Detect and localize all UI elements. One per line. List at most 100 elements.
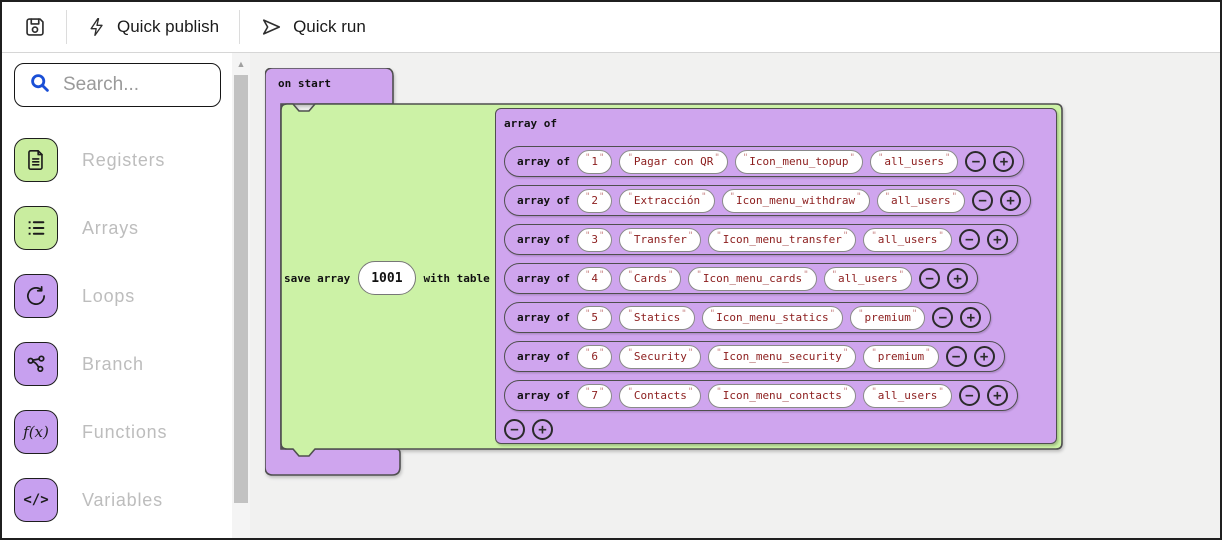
string-field[interactable]: "6"	[576, 344, 613, 369]
sidebar-item-label: Arrays	[82, 217, 139, 238]
string-field[interactable]: "5"	[576, 305, 613, 330]
array-row[interactable]: array of"6""Security""Icon_menu_security…	[504, 341, 1005, 372]
minus-icon: −	[965, 231, 974, 248]
save-array-block[interactable]: save array 1001 with table	[284, 260, 490, 296]
array-row[interactable]: array of"1""Pagar con QR""Icon_menu_topu…	[504, 146, 1025, 177]
scrollbar-thumb[interactable]	[234, 75, 248, 503]
string-field[interactable]: "2"	[576, 188, 613, 213]
remove-row-button[interactable]: −	[504, 419, 525, 440]
code-icon: </>	[14, 478, 58, 522]
remove-row-button[interactable]: −	[965, 151, 987, 172]
string-field[interactable]: "Icon_menu_security"	[708, 344, 857, 369]
toolbar-divider	[66, 10, 67, 44]
string-field[interactable]: "Icon_menu_contacts"	[708, 383, 857, 408]
string-field[interactable]: "Extracción"	[619, 188, 715, 213]
array-rows: array of "1""Pagar con QR""Icon_menu_topu…	[504, 146, 1048, 411]
array-row[interactable]: array of "7""Contacts""Icon_menu_contacts…	[504, 380, 1018, 411]
string-field[interactable]: "7"	[576, 383, 613, 408]
remove-row-button[interactable]: −	[919, 268, 941, 289]
string-field[interactable]: "all_users"	[863, 227, 952, 252]
string-field[interactable]: "3"	[576, 227, 613, 252]
array-block-label: array of	[504, 117, 557, 130]
add-row-button[interactable]: +	[986, 229, 1008, 250]
string-field[interactable]: "Security"	[619, 344, 702, 369]
array-row[interactable]: array of "3""Transfer""Icon_menu_transfer…	[504, 224, 1018, 255]
array-table-block[interactable]: array of array of"1""Pagar con QR""Icon_…	[495, 108, 1057, 444]
string-field[interactable]: "all_users"	[876, 188, 966, 213]
string-field[interactable]: "Contacts"	[619, 383, 702, 408]
string-field[interactable]: "all_users"	[823, 266, 913, 291]
string-field[interactable]: "all_users"	[869, 149, 959, 174]
plus-icon: +	[966, 309, 976, 326]
sidebar-item-arrays[interactable]: Arrays	[14, 206, 232, 250]
string-field[interactable]: "Cards"	[619, 266, 682, 291]
plus-icon: +	[993, 231, 1002, 248]
remove-row-button[interactable]: −	[958, 229, 980, 250]
add-row-button[interactable]: +	[960, 307, 982, 328]
add-row-button[interactable]: +	[947, 268, 969, 289]
search-box	[14, 63, 221, 107]
array-row-label: array of	[517, 389, 570, 402]
remove-row-button[interactable]: −	[932, 307, 954, 328]
save-button[interactable]	[18, 10, 52, 44]
branch-icon	[14, 342, 58, 386]
scroll-up-icon[interactable]: ▲	[236, 59, 246, 69]
array-row[interactable]: array of"5""Statics""Icon_menu_statics""…	[504, 302, 992, 333]
plus-icon: +	[999, 153, 1009, 170]
string-field[interactable]: "Statics"	[619, 305, 695, 330]
sidebar-scrollbar[interactable]: ▲	[232, 53, 250, 538]
remove-row-button[interactable]: −	[945, 346, 967, 367]
string-field[interactable]: "Pagar con QR"	[619, 149, 728, 174]
string-field[interactable]: "Icon_menu_cards"	[688, 266, 817, 291]
save-icon	[24, 16, 46, 38]
sidebar-item-variables[interactable]: </> Variables	[14, 478, 232, 522]
array-row-label: array of	[517, 233, 570, 246]
sidebar-item-functions[interactable]: f(x) Functions	[14, 410, 232, 454]
list-icon	[14, 206, 58, 250]
minus-icon: −	[951, 348, 961, 365]
on-start-label: on start	[278, 77, 331, 90]
string-field[interactable]: "premium"	[863, 344, 939, 369]
lightning-icon	[87, 16, 107, 38]
add-row-button[interactable]: +	[532, 419, 553, 440]
string-field[interactable]: "Icon_menu_statics"	[701, 305, 844, 330]
array-row[interactable]: array of "4""Cards""Icon_menu_cards""all_…	[504, 263, 979, 294]
array-row[interactable]: array of"2""Extracción""Icon_menu_withdr…	[504, 185, 1032, 216]
sidebar-item-loops[interactable]: Loops	[14, 274, 232, 318]
loop-icon	[14, 274, 58, 318]
add-row-button[interactable]: +	[973, 346, 995, 367]
block-category-sidebar: Registers Arrays	[2, 53, 232, 538]
string-field[interactable]: "1"	[576, 149, 613, 174]
string-field[interactable]: "Icon_menu_withdraw"	[721, 188, 870, 213]
add-row-button[interactable]: +	[993, 151, 1015, 172]
string-field[interactable]: "4"	[576, 266, 613, 291]
search-input[interactable]	[63, 74, 203, 96]
minus-icon: −	[971, 153, 981, 170]
string-field[interactable]: "all_users"	[863, 383, 952, 408]
minus-icon: −	[510, 421, 519, 438]
minus-icon: −	[925, 270, 934, 287]
number-field[interactable]: 1001	[358, 261, 416, 295]
quick-run-button[interactable]: Quick run	[254, 10, 372, 44]
sidebar-item-label: Variables	[82, 489, 163, 510]
array-row-label: array of	[517, 272, 570, 285]
quick-publish-button[interactable]: Quick publish	[81, 10, 225, 44]
string-field[interactable]: "Icon_menu_transfer"	[708, 227, 857, 252]
add-row-button[interactable]: +	[1000, 190, 1022, 211]
plus-icon: +	[979, 348, 989, 365]
sidebar-item-registers[interactable]: Registers	[14, 138, 232, 182]
string-field[interactable]: "Transfer"	[619, 227, 702, 252]
plus-icon: +	[993, 387, 1002, 404]
string-field[interactable]: "premium"	[850, 305, 926, 330]
remove-row-button[interactable]: −	[958, 385, 980, 406]
add-row-button[interactable]: +	[986, 385, 1008, 406]
minus-icon: −	[938, 309, 948, 326]
remove-row-button[interactable]: −	[972, 190, 994, 211]
string-field[interactable]: "Icon_menu_topup"	[734, 149, 863, 174]
workspace-canvas[interactable]: on start save array 1001 with table arra…	[250, 53, 1220, 538]
sidebar-item-branch[interactable]: Branch	[14, 342, 232, 386]
send-icon	[260, 16, 283, 38]
array-block-controls: − +	[504, 419, 1048, 440]
sidebar-item-label: Loops	[82, 285, 136, 306]
